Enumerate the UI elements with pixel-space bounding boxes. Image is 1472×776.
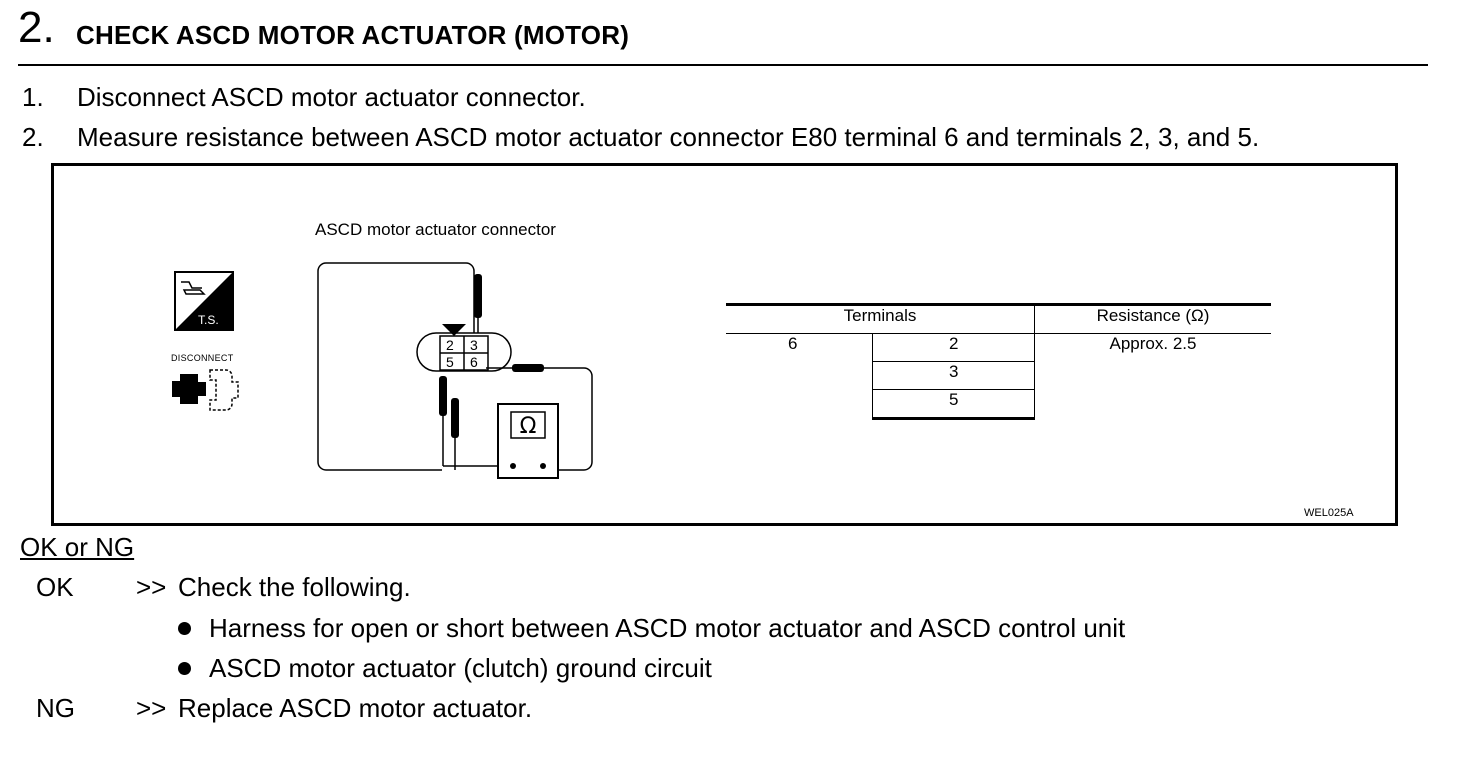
instruction-number: 2. (22, 122, 44, 152)
to-terminal: 3 (872, 361, 1035, 390)
resistance-table: Terminals Resistance (Ω) 6 2 Approx. 2.5… (726, 303, 1271, 420)
pin-3: 3 (470, 337, 478, 353)
resistance-value: Approx. 2.5 (1109, 334, 1197, 353)
pin-5: 5 (446, 354, 454, 370)
diagram-drawing: T.S. 2 3 5 6 (172, 262, 593, 479)
ts-icon: T.S. (174, 271, 234, 331)
instruction-text: Measure resistance between ASCD motor ac… (77, 122, 1260, 152)
header-resistance: Resistance (Ω) (1034, 303, 1271, 334)
result-heading: OK or NG (20, 532, 135, 562)
pin-6: 6 (470, 354, 478, 370)
list-item-text: ASCD motor actuator (clutch) ground circ… (209, 653, 712, 683)
title-divider (18, 64, 1428, 66)
to-terminal: 5 (872, 389, 1035, 420)
bullet-icon (178, 662, 191, 675)
disconnect-icon (172, 369, 239, 411)
ts-icon-label: T.S. (198, 313, 219, 327)
ok-arrow: >> (136, 572, 167, 602)
ng-arrow: >> (136, 693, 167, 723)
from-terminal: 6 (788, 334, 798, 353)
disconnect-label: DISCONNECT (171, 353, 234, 363)
diagram-figure: ASCD motor actuator connector T.S. (51, 163, 1398, 526)
pin-2: 2 (446, 337, 454, 353)
ohm-symbol: Ω (520, 414, 537, 439)
ng-text: Replace ASCD motor actuator. (178, 693, 533, 723)
step-number: 2. (18, 3, 55, 52)
ok-text: Check the following. (178, 572, 411, 602)
bullet-icon (178, 622, 191, 635)
connector-label: ASCD motor actuator connector (315, 220, 556, 239)
ok-tag: OK (36, 572, 74, 602)
to-terminal: 2 (872, 333, 1035, 362)
ng-tag: NG (36, 693, 75, 723)
connector-circuit: 2 3 5 6 Ω (317, 262, 593, 479)
instruction-number: 1. (22, 82, 44, 112)
step-title: CHECK ASCD MOTOR ACTUATOR (MOTOR) (76, 20, 630, 50)
header-terminals: Terminals (726, 303, 1035, 334)
list-item-text: Harness for open or short between ASCD m… (209, 613, 1126, 643)
figure-code: WEL025A (1304, 507, 1354, 519)
instruction-text: Disconnect ASCD motor actuator connector… (77, 82, 586, 112)
